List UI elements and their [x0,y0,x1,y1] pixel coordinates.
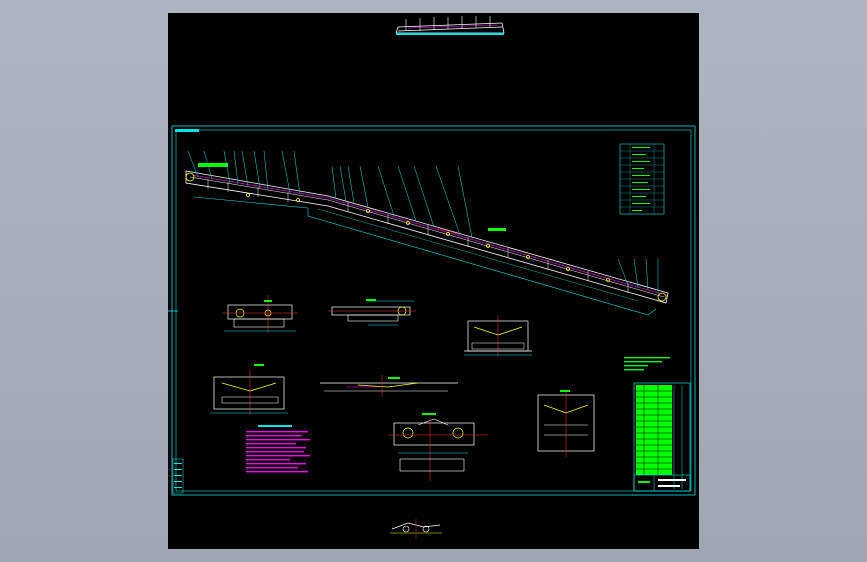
bottom-part-view [390,519,442,539]
drive-head-detail-view [222,295,298,333]
carrying-idler-section-view [464,315,532,357]
return-idler-section-view [210,364,288,415]
tensioner-detail-view [320,375,458,397]
drive-unit-detail-view [388,413,488,481]
cad-drawing [168,16,696,539]
top-preview-view [395,16,505,35]
conveyor-side-view [185,163,669,316]
idler-frame-detail-view [537,389,595,457]
drawing-border [168,125,696,496]
tail-section-detail-view [328,299,416,326]
frame-label-bar [175,129,199,132]
parts-list-table-top [619,143,665,215]
left-stamp-block [172,458,184,494]
part-leaders [187,150,659,293]
title-block [633,382,691,492]
technical-requirements-text [624,357,670,371]
technical-notes-block [246,425,310,473]
cad-viewport[interactable] [168,13,699,549]
